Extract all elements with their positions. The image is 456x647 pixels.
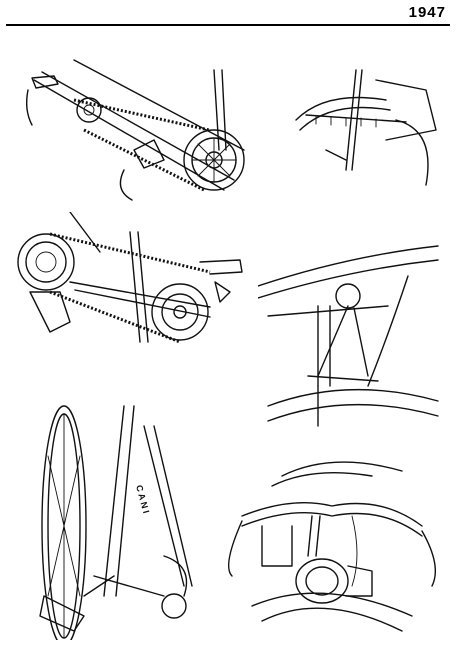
bicycle-handlebar-drawing-icon: [228, 461, 436, 632]
svg-text:C A N I: C A N I: [134, 484, 151, 514]
bicycle-derailleur-drawing-icon: [17, 212, 243, 344]
bicycle-brake-drawing-icon: [258, 245, 439, 427]
illustration-frame: C A N I: [24, 396, 204, 640]
illustration-derailleur: [10, 212, 250, 362]
illustration-drivetrain: [14, 40, 254, 210]
header-rule: [6, 24, 450, 26]
page-year: 1947: [408, 4, 446, 21]
illustration-brake: [258, 236, 448, 436]
bicycle-drivetrain-drawing-icon: [25, 59, 245, 201]
bicycle-frame-drawing-icon: C A N I: [39, 405, 193, 640]
illustration-handlebar: [212, 456, 448, 644]
illustration-rack: [286, 60, 446, 190]
bicycle-rack-drawing-icon: [295, 69, 437, 186]
